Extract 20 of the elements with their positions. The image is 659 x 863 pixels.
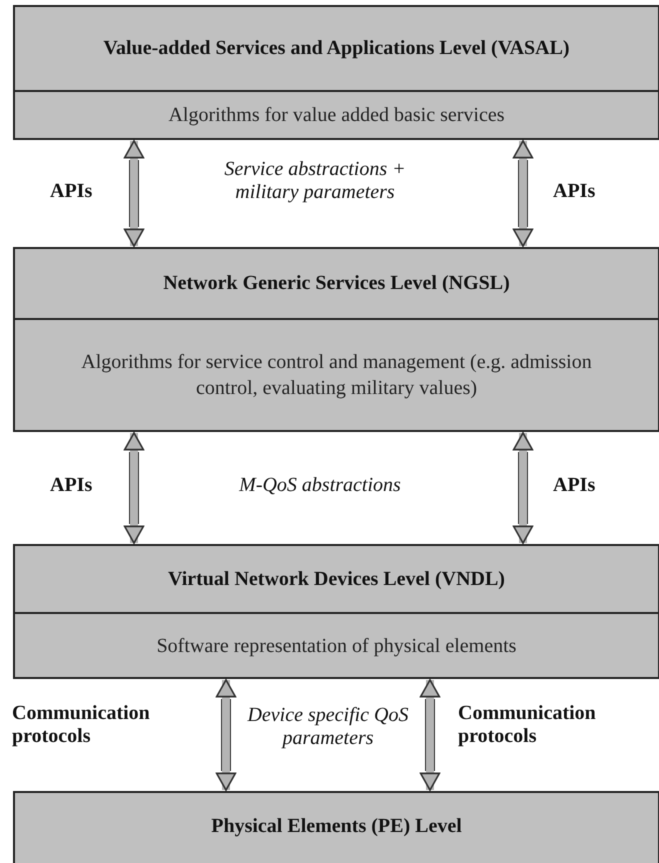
interface-label: APIs <box>553 180 596 203</box>
level-title: Value-added Services and Applications Level (VASAL) <box>103 37 570 60</box>
level-title: Network Generic Services Level (NGSL) <box>163 272 510 295</box>
edge-annotation: M-QoS abstractions <box>238 474 402 497</box>
interface-label: APIs <box>50 474 94 497</box>
level-description: Algorithms for service control and management (e.g. admission control, evaluating military values) <box>80 350 593 401</box>
edge-annotation: Device specific QoS parameters <box>246 704 410 750</box>
level-title: Virtual Network Devices Level (VNDL) <box>168 568 505 590</box>
level-description: Software representation of physical elements <box>156 634 516 658</box>
level-box <box>13 791 659 863</box>
interface-label: Communication protocols <box>12 702 151 748</box>
level-title: Physical Elements (PE) Level <box>211 814 462 838</box>
edge-annotation: Service abstractions + military parameters <box>223 158 407 204</box>
interface-label: APIs <box>50 180 94 203</box>
interface-label: Communication protocols <box>458 702 597 748</box>
level-box <box>13 5 659 140</box>
level-box <box>13 544 659 679</box>
level-description: Algorithms for value added basic services <box>168 103 504 128</box>
level-box <box>13 247 659 432</box>
interface-label: APIs <box>553 474 596 497</box>
